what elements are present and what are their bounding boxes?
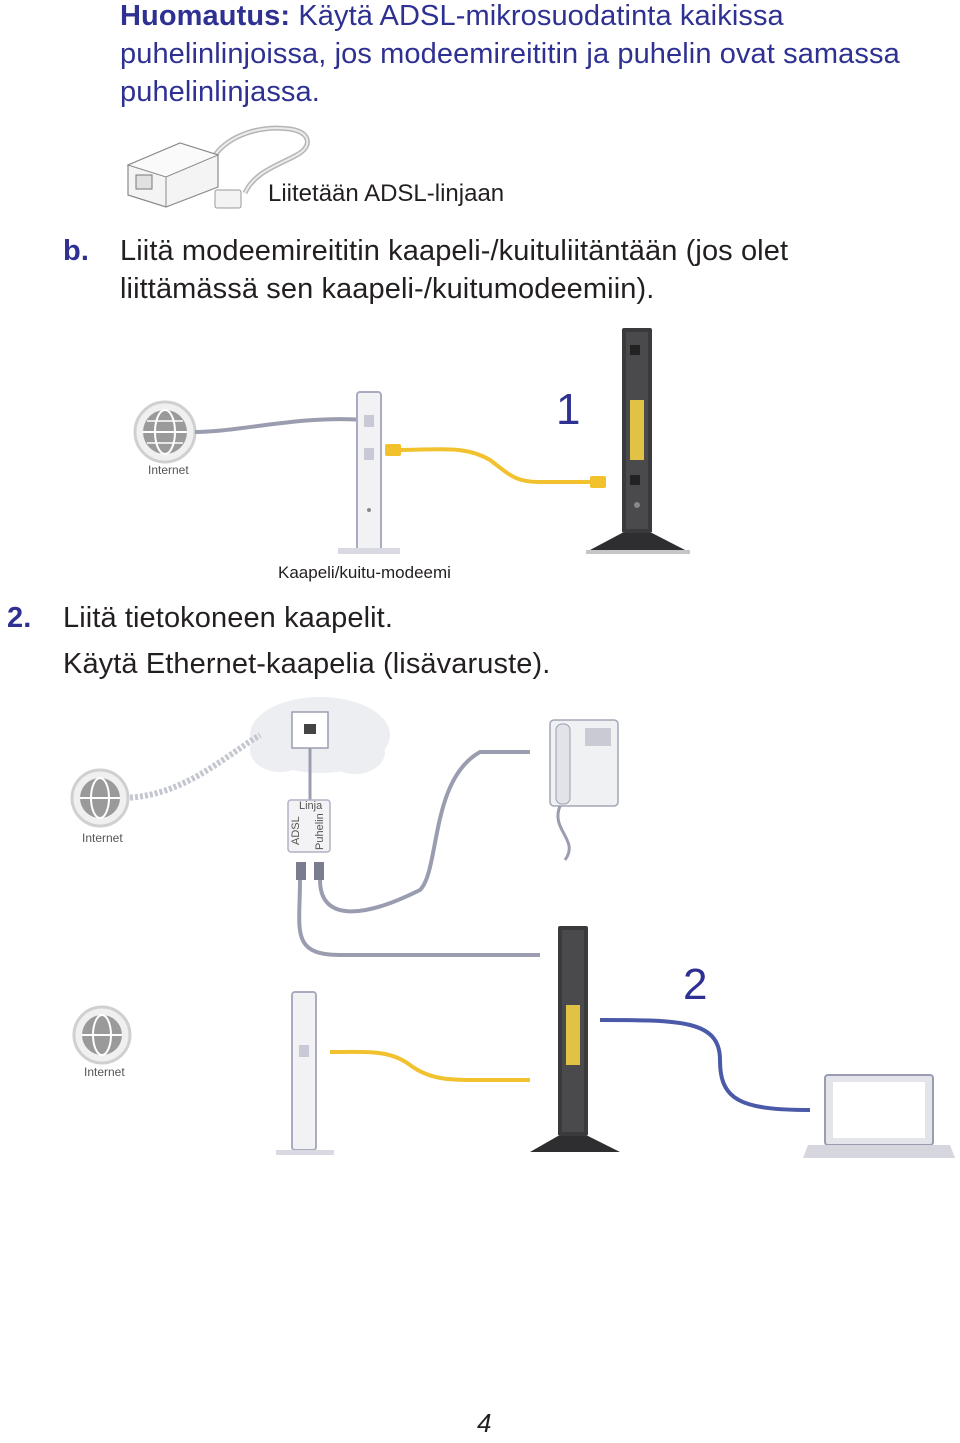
splitter-phone-label: Puhelin (314, 813, 326, 850)
splitter-line-label: Linja (299, 800, 323, 812)
figure1-step-number: 1 (556, 385, 581, 434)
globe-icon-bottom (72, 1005, 132, 1065)
figure2-internet-label-top: Internet (82, 831, 123, 845)
step-2-marker: 2. (7, 602, 32, 634)
laptop-icon (803, 1074, 955, 1158)
note-line-1: Käytä ADSL-mikrosuodatinta kaikissa (298, 0, 784, 32)
note-block: Huomautus: Käytä ADSL-mikrosuodatinta ka… (120, 0, 960, 111)
figure1-internet-label: Internet (148, 463, 189, 477)
router-icon-bottom (530, 926, 620, 1152)
step-b-marker: b. (63, 235, 89, 267)
telephone-icon (549, 719, 619, 861)
adsl-microfilter-illustration (126, 125, 310, 209)
step-2-line-1: Liitä tietokoneen kaapelit. (63, 602, 393, 634)
note-line-2: puhelinlinjoissa, jos modeemireititin ja… (120, 38, 900, 70)
figure2-internet-label-bottom: Internet (84, 1065, 125, 1079)
step-b-text: Liitä modeemireititin kaapeli-/kuituliit… (120, 232, 950, 308)
step-b-line-2: liittämässä sen kaapeli-/kuitumodeemiin)… (120, 273, 655, 305)
router-icon (586, 328, 690, 554)
wall-jack-cloud-icon (250, 697, 390, 774)
splitter-adsl-label: ADSL (290, 816, 302, 845)
adsl-splitter-icon (287, 799, 331, 880)
figure-full-network-setup (70, 697, 955, 1158)
step-2-line-2: Käytä Ethernet-kaapelia (lisävaruste). (63, 648, 551, 680)
modem-icon-bottom (276, 991, 334, 1155)
step-2-text: Liitä tietokoneen kaapelit. Käytä Ethern… (63, 599, 943, 683)
figure-cable-modem-connection (133, 328, 690, 554)
figure1-modem-label: Kaapeli/kuitu-modeemi (278, 563, 451, 582)
note-label: Huomautus: (120, 0, 291, 32)
cable-modem-icon (338, 391, 400, 554)
step-b-line-1: Liitä modeemireititin kaapeli-/kuituliit… (120, 235, 789, 267)
filter-caption: Liitetään ADSL-linjaan (268, 180, 505, 207)
globe-icon (133, 400, 197, 464)
page-number: 4 (477, 1408, 492, 1438)
figure2-step-number: 2 (683, 960, 708, 1009)
globe-icon-top (70, 768, 130, 828)
note-line-3: puhelinlinjassa. (120, 76, 320, 108)
